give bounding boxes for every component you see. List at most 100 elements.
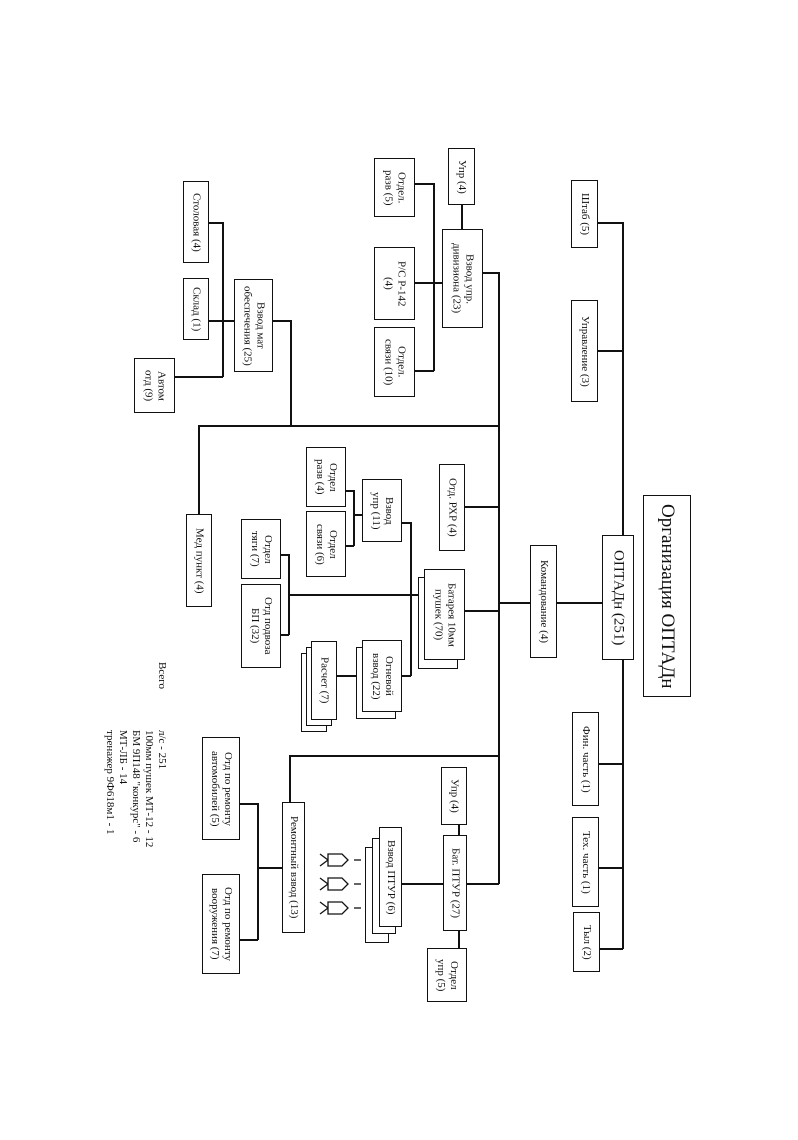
crew-label: Расчет (7) — [318, 657, 331, 704]
connector-line — [289, 755, 291, 803]
management-node: Управление (3) — [571, 300, 598, 402]
connector-line — [410, 522, 412, 676]
fire-platoon-label: Огневой взвод (22) — [370, 652, 395, 700]
auto-section-label: Автом отд (9) — [142, 369, 168, 402]
connector-line — [222, 222, 224, 377]
atgm-upr-label: Упр (4) — [448, 779, 461, 813]
rhr-label: Отд. РХР (4) — [446, 478, 459, 537]
battery-recon-label: Отдел разв (4) — [314, 459, 339, 495]
connector-line — [281, 634, 289, 636]
connector-line — [498, 602, 530, 604]
connector-line — [289, 755, 499, 757]
atgm-platoon-label: Взвод ПТУР (6) — [385, 839, 397, 915]
tech-label: Тех. часть (1) — [580, 830, 592, 894]
connector-line — [415, 183, 434, 185]
connector-line — [458, 931, 460, 948]
connector-line — [598, 867, 623, 869]
ammo-supply-node: Отд подвоза БП (32) — [241, 584, 281, 668]
battery-control-platoon-label: Взвод упр (11) — [370, 491, 395, 530]
weapon-repair-label: Отд по ремонту вооружения (7) — [209, 887, 234, 961]
staff-node: Штаб (5) — [571, 180, 598, 248]
management-label: Управление (3) — [579, 315, 591, 387]
med-post-node: Мед пункт (4) — [186, 514, 212, 607]
canteen-label: Столовая (4) — [190, 192, 203, 252]
connector-line — [240, 939, 258, 941]
rear-node: Тыл (2) — [573, 912, 600, 972]
traction-section-label: Отдел тяги (7) — [249, 531, 274, 567]
connector-line — [198, 425, 200, 514]
connector-line — [483, 272, 499, 274]
connector-line — [402, 883, 443, 885]
connector-line — [433, 183, 435, 371]
supply-platoon-label: Взвод мат обеспечения (25) — [241, 285, 267, 366]
totals-line: БМ 9П148 "конкурс" - 6 — [130, 730, 142, 843]
tech-node: Тех. часть (1) — [572, 817, 599, 907]
signal-section-label: Отдел. связи (10) — [382, 338, 408, 386]
traction-section-node: Отдел тяги (7) — [241, 519, 281, 579]
atgm-launcher-icon — [319, 853, 361, 915]
connector-line — [208, 222, 223, 224]
totals-heading: Всего — [156, 662, 168, 689]
connector-line — [498, 272, 500, 884]
connector-line — [346, 490, 354, 492]
supply-platoon-node: Взвод мат обеспечения (25) — [234, 279, 273, 372]
connector-line — [290, 320, 292, 426]
control-upr-node: Упр (4) — [448, 148, 475, 205]
rear-label: Тыл (2) — [581, 924, 593, 960]
totals-line: тренажер 9Ф618м1 - 1 — [104, 730, 116, 835]
fire-platoon-node: Огневой взвод (22) — [362, 640, 402, 712]
connector-line — [240, 803, 258, 805]
connector-line — [415, 282, 442, 284]
battery-label: Батарея 10мм пушек (70) — [432, 582, 458, 647]
battery-control-platoon-node: Взвод упр (11) — [362, 479, 402, 542]
battery-signal-label: Отдел связи (6) — [314, 523, 339, 565]
atgm-control-section-label: Отдел упр (5) — [435, 958, 460, 992]
atgm-battery-label: Бат. ПТУР (27) — [449, 847, 462, 919]
warehouse-node: Склад (1) — [183, 278, 209, 340]
rhr-node: Отд. РХР (4) — [439, 464, 465, 551]
connector-line — [346, 545, 354, 547]
auto-section-node: Автом отд (9) — [134, 358, 175, 413]
totals-line: МТ-ЛБ - 14 — [117, 730, 129, 785]
root-label: ОПТАДн (251) — [610, 549, 627, 646]
atgm-platoon-node: Взвод ПТУР (6) — [379, 827, 402, 927]
signal-section-node: Отдел. связи (10) — [374, 327, 415, 397]
chart-title-text: Организация ОПТАДн — [657, 503, 678, 689]
connector-line — [402, 675, 411, 677]
med-post-label: Мед пункт (4) — [193, 527, 206, 594]
recon-section-label: Отдел. разв (5) — [382, 169, 408, 206]
connector-line — [467, 883, 499, 885]
warehouse-label: Склад (1) — [190, 286, 203, 332]
finance-node: Фин. часть (1) — [572, 712, 599, 806]
staff-label: Штаб (5) — [579, 192, 591, 236]
vehicle-repair-label: Отд по ремонту автомобилей (5) — [209, 750, 234, 827]
connector-line — [402, 522, 411, 524]
connector-line — [281, 554, 289, 556]
connector-line — [208, 320, 234, 322]
root-node: ОПТАДн (251) — [602, 535, 634, 660]
battery-recon-node: Отдел разв (4) — [306, 447, 346, 507]
repair-platoon-node: Ремонтный взвод (13) — [282, 802, 305, 933]
atgm-control-section-node: Отдел упр (5) — [427, 948, 467, 1002]
connector-line — [598, 763, 623, 765]
control-upr-label: Упр (4) — [456, 159, 468, 194]
connector-line — [273, 320, 291, 322]
ammo-supply-label: Отд подвоза БП (32) — [249, 597, 274, 655]
connector-line — [198, 425, 499, 427]
vehicle-repair-node: Отд по ремонту автомобилей (5) — [202, 737, 240, 840]
control-platoon-label: Взвод упр. дивизиона (23) — [450, 243, 476, 314]
battery-node: Батарея 10мм пушек (70) — [424, 569, 465, 660]
connector-line — [353, 490, 355, 546]
weapon-repair-node: Отд по ремонту вооружения (7) — [202, 874, 240, 974]
connector-line — [598, 350, 623, 352]
control-platoon-node: Взвод упр. дивизиона (23) — [442, 229, 483, 328]
crew-node: Расчет (7) — [311, 641, 337, 720]
repair-platoon-label: Ремонтный взвод (13) — [288, 816, 300, 919]
totals-line: 100мм пушек МТ-12 - 12 — [143, 730, 155, 848]
connector-line — [175, 376, 223, 378]
finance-label: Фин. часть (1) — [580, 725, 592, 793]
connector-line — [458, 825, 460, 835]
connector-line — [415, 370, 434, 372]
chart-title: Организация ОПТАДн — [643, 495, 691, 697]
